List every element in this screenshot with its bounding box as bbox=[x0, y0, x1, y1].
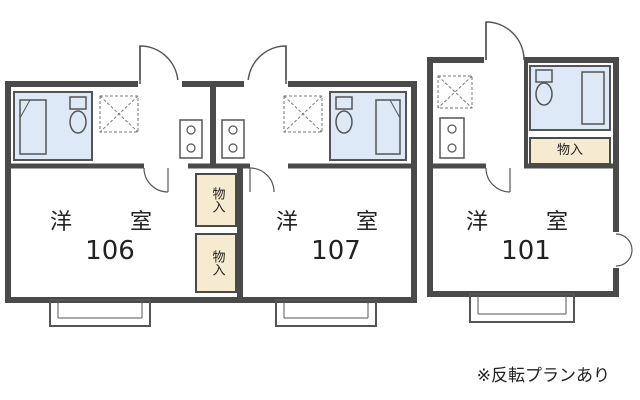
storage-closet-101 bbox=[529, 137, 611, 165]
bathtub-icon bbox=[375, 99, 401, 155]
storage-closet-upper bbox=[195, 173, 237, 227]
stove-106 bbox=[179, 119, 203, 159]
storage-label-upper: 物入 bbox=[209, 187, 225, 213]
entry-door-107 bbox=[247, 45, 287, 85]
bathtub-icon bbox=[19, 99, 47, 155]
toilet-icon bbox=[535, 82, 553, 106]
side-window-101 bbox=[615, 233, 633, 267]
room-name: 洋 室 bbox=[276, 210, 397, 235]
reverse-plan-note: ※反転プランあり bbox=[476, 366, 610, 386]
bathroom-106 bbox=[13, 91, 93, 161]
toilet-tank-icon bbox=[69, 96, 87, 110]
storage-label-101: 物入 bbox=[556, 142, 583, 158]
toilet-tank-icon bbox=[535, 69, 553, 83]
balcony-101 bbox=[469, 293, 575, 323]
bathroom-101 bbox=[529, 65, 611, 131]
toilet-icon bbox=[335, 110, 353, 134]
room-label-106: 洋 室 106 bbox=[50, 210, 171, 266]
room-name: 洋 室 bbox=[50, 210, 171, 235]
washer-space-107 bbox=[283, 95, 323, 133]
room-label-101: 洋 室 101 bbox=[466, 210, 587, 266]
bathroom-107 bbox=[329, 91, 407, 161]
room-number: 107 bbox=[311, 236, 361, 266]
toilet-tank-icon bbox=[335, 96, 353, 110]
balcony-106 bbox=[49, 299, 151, 327]
room-door-101 bbox=[485, 167, 511, 193]
washer-space-106 bbox=[99, 95, 139, 133]
storage-label-lower: 物入 bbox=[209, 250, 225, 276]
room-name: 洋 室 bbox=[466, 210, 587, 235]
left-building bbox=[5, 45, 417, 327]
storage-closet-lower bbox=[195, 233, 237, 293]
stove-101 bbox=[439, 117, 465, 159]
stove-107 bbox=[221, 119, 245, 159]
bathtub-icon bbox=[581, 71, 605, 125]
balcony-107 bbox=[275, 299, 377, 327]
room-door-107 bbox=[249, 167, 275, 193]
room-door-106 bbox=[143, 167, 169, 193]
right-building bbox=[427, 21, 633, 323]
room-label-107: 洋 室 107 bbox=[276, 210, 397, 266]
entry-door-106 bbox=[139, 45, 179, 85]
washer-space-101 bbox=[437, 75, 473, 109]
entry-door-101 bbox=[485, 21, 525, 61]
room-number: 101 bbox=[501, 236, 551, 266]
toilet-icon bbox=[69, 110, 87, 134]
room-number: 106 bbox=[85, 236, 135, 266]
